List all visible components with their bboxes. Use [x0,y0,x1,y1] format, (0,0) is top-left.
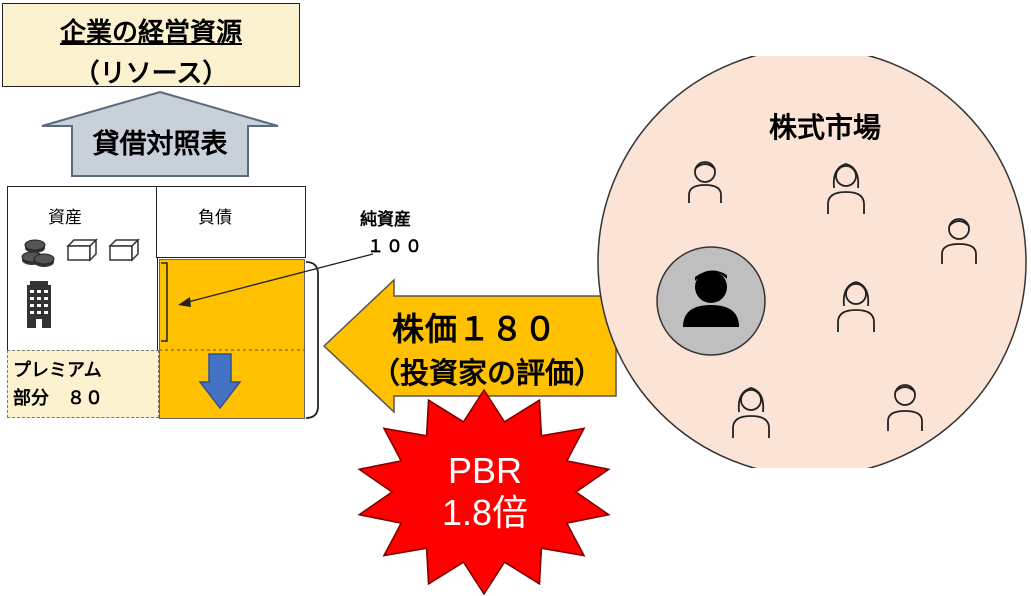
premium-label-2: 部分 ８０ [13,388,103,409]
right-bracket [305,261,319,419]
person-icon [732,387,770,438]
stock-price-line-1: 株価１８０ [392,310,558,348]
stock-price-line-2: （投資家の評価） [370,356,603,390]
pbr-line-2: 1.8倍 [441,492,529,533]
stock-market-circle [597,56,1027,468]
net-assets-pointer [178,253,374,307]
down-arrow-icon [198,353,242,410]
premium-box [7,350,159,418]
pbr-line-1: PBR [447,450,523,491]
box-icon [66,238,98,262]
title-line-1: 企業の経営資源 [59,18,242,48]
equity-overlay [159,262,305,351]
balance-sheet-label: 貸借対照表 [92,129,228,160]
pbr-text: PBR 1.8倍 [400,450,570,534]
person-icon [941,218,977,264]
building-icon [27,281,51,328]
person-icon [887,384,923,431]
net-assets-value: １００ [367,237,424,257]
resources-title-box: 企業の経営資源 （リソース） [2,3,300,89]
coins-icon [21,239,55,267]
stock-market-label: 株式市場 [768,111,881,144]
net-assets-label: 純資産 [360,210,411,230]
title-line-2: （リソース） [73,59,229,89]
premium-label-1: プレミアム [13,360,102,381]
assets-label: 資産 [48,208,82,228]
investor-icon [656,246,766,356]
box-icon [108,238,140,262]
person-icon [837,281,875,332]
person-icon [688,161,722,203]
liabilities-cell [156,186,306,258]
balance-sheet-up-arrow [41,90,279,177]
liabilities-label: 負債 [198,208,232,228]
person-icon [827,163,865,214]
pbr-burst [357,388,611,596]
